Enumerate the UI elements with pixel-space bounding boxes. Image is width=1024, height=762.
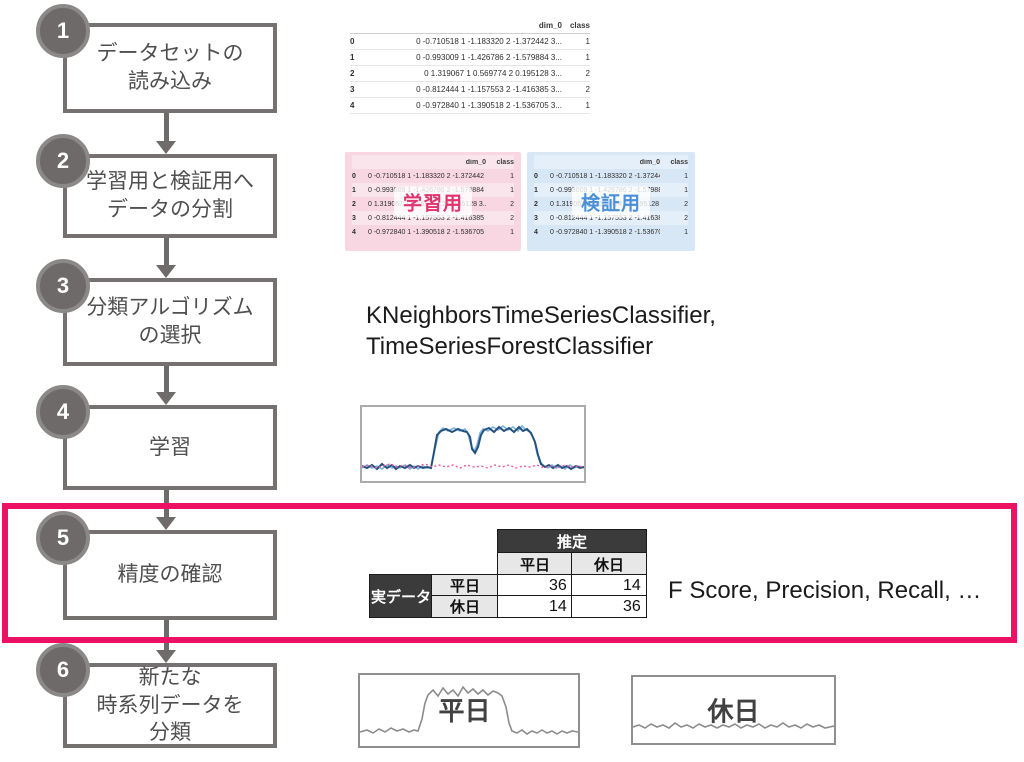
step-number: 4: [56, 399, 70, 424]
step-box-check-accuracy: 精度の確認: [63, 530, 277, 620]
step-label-line: 学習: [149, 435, 191, 459]
flow-arrow-head-icon: [156, 650, 176, 663]
cm-actual-header: 実データ: [369, 574, 433, 618]
step-number-badge-6: 6: [36, 643, 90, 697]
step-number: 6: [56, 657, 70, 682]
step-box-split-data: 学習用と検証用へ データの分割: [63, 154, 277, 238]
algorithm-line-1: KNeighborsTimeSeriesClassifier,: [366, 302, 716, 329]
cm-col-weekday: 平日: [497, 552, 573, 576]
metrics-text: F Score, Precision, Recall, …: [668, 577, 982, 604]
step-label-line: の選択: [138, 324, 202, 347]
algorithm-names-text: KNeighborsTimeSeriesClassifier, TimeSeri…: [366, 300, 716, 362]
flow-arrow-head-icon: [156, 517, 176, 530]
holiday-line-graphic: [632, 722, 835, 729]
flow-arrow-stem: [164, 490, 169, 517]
step-box-load-dataset: データセットの 読み込み: [63, 23, 277, 113]
dataset-table-header: dim_0 class: [350, 18, 590, 34]
weekday-example-plot: 平日: [358, 673, 580, 748]
training-timeseries-plot: [360, 405, 586, 483]
step-number-badge-3: 3: [36, 259, 90, 313]
step-label-line: 時系列データを: [96, 693, 244, 717]
flow-arrow-stem: [164, 113, 169, 141]
step-label-line: データセットの: [96, 42, 244, 66]
flow-arrow-stem: [164, 238, 169, 265]
weekday-line-graphic: [359, 685, 579, 735]
step-label-line: データの分割: [107, 198, 233, 221]
flow-arrow-head-icon: [156, 392, 176, 405]
timeseries-lines-graphic: [361, 424, 585, 471]
step-box-classify-new: 新たな 時系列データを 分類: [63, 663, 277, 748]
step-label-line: 読み込み: [128, 70, 212, 93]
step-number-badge-4: 4: [36, 385, 90, 439]
holiday-plot-label: 休日: [707, 696, 760, 727]
step-label-line: 分類: [149, 721, 191, 745]
step-number-badge-1: 1: [36, 4, 90, 58]
cm-row-weekday: 平日: [431, 574, 499, 597]
cm-col-holiday: 休日: [571, 552, 647, 576]
step-number: 5: [56, 525, 70, 550]
weekday-plot-label: 平日: [438, 695, 491, 726]
cm-value-weekday-weekday: 36: [497, 574, 573, 597]
step-box-select-algorithm: 分類アルゴリズム の選択: [63, 278, 277, 366]
step-label-line: 精度の確認: [117, 563, 223, 587]
step-number: 3: [56, 273, 70, 298]
step-label-line: 学習用と検証用へ: [86, 170, 254, 194]
step-box-train: 学習: [63, 405, 277, 490]
col-header-dim0: dim_0: [538, 21, 562, 30]
flow-arrow-head-icon: [156, 141, 176, 154]
holiday-example-plot: 休日: [631, 675, 836, 745]
col-header-class: class: [569, 21, 590, 30]
step-number-badge-2: 2: [36, 134, 90, 188]
cm-estimated-header: 推定: [497, 529, 647, 554]
flow-arrow-stem: [164, 620, 169, 650]
cm-row-holiday: 休日: [431, 595, 499, 618]
algorithm-line-2: TimeSeriesForestClassifier: [366, 333, 654, 360]
table-row: 00 -0.710518 1 -1.183320 2 -1.372442 3..…: [534, 172, 688, 180]
step-number: 2: [56, 148, 70, 173]
flow-arrow-head-icon: [156, 265, 176, 278]
flow-arrow-stem: [164, 366, 169, 392]
confusion-matrix: 推定 平日 休日 実データ 平日 36 14 休日 14 36: [369, 529, 647, 618]
step-number-badge-5: 5: [36, 511, 90, 565]
table-row: 40 -0.972840 1 -1.390518 2 -1.536705 3..…: [534, 228, 688, 236]
step-label-line: 新たな: [138, 665, 202, 689]
step-label-line: 分類アルゴリズム: [86, 296, 254, 320]
cm-value-holiday-weekday: 14: [497, 595, 573, 618]
step-number: 1: [56, 18, 70, 43]
cm-value-holiday-holiday: 36: [571, 595, 647, 618]
cm-value-weekday-holiday: 14: [571, 574, 647, 597]
validation-split-label: 検証用: [571, 186, 651, 217]
train-split-label: 学習用: [393, 186, 473, 217]
